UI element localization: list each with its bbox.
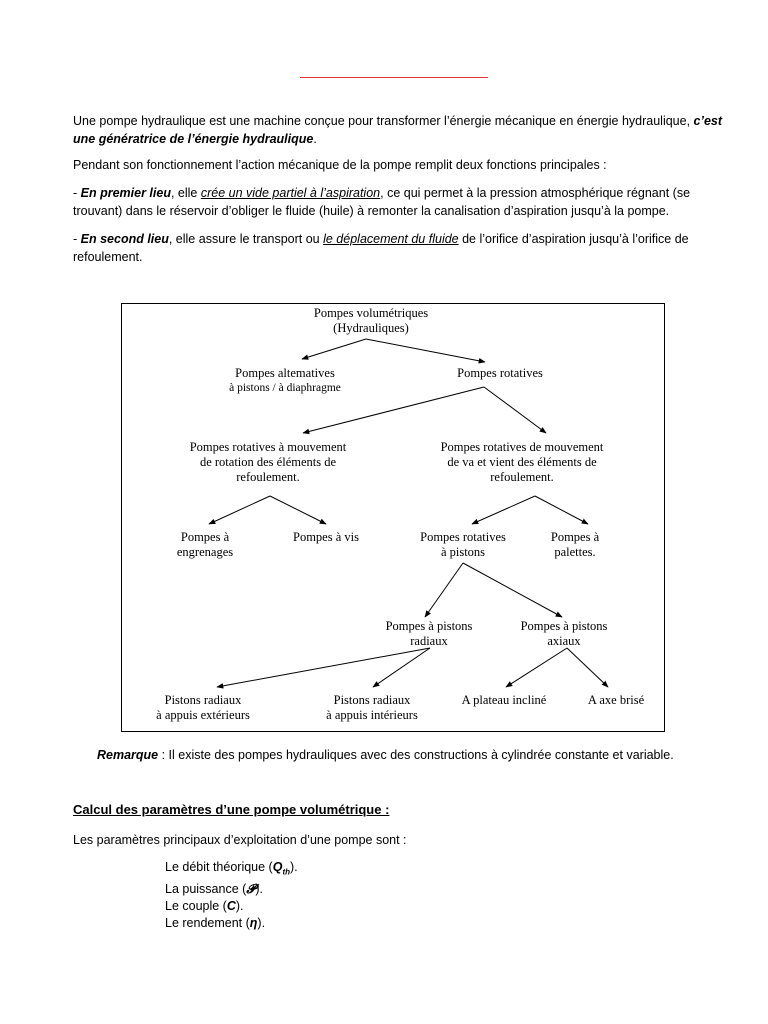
- param-couple: Le couple (C).: [165, 898, 244, 913]
- node-engrenages: Pompes à engrenages: [176, 530, 234, 559]
- pump-classification-diagram: Pompes volumétriques (Hydrauliques) Pomp…: [121, 303, 665, 732]
- node-axe-brise: A axe brisé: [587, 693, 645, 707]
- second-lead: En second lieu: [80, 232, 169, 246]
- intro-text: Une pompe hydraulique est une machine co…: [73, 114, 694, 128]
- arrow-pistons-axiaux: [462, 562, 563, 618]
- node-vis: Pompes à vis: [293, 530, 359, 544]
- node-radiaux-exterieurs: Pistons radiaux à appuis extérieurs: [156, 693, 250, 722]
- diagram-arrows: [208, 338, 609, 689]
- first-underlined: crée un vide partiel à l’aspiration: [200, 186, 381, 200]
- arrow-vaet-palettes: [534, 495, 589, 525]
- first-rest: , ce qui permet à la pression atmosphéri…: [73, 186, 691, 218]
- node-pistons-radiaux: Pompes à pistons radiaux: [385, 619, 473, 648]
- arrow-vaet-pistons: [471, 495, 536, 525]
- node-plateau-incline: A plateau incliné: [461, 693, 547, 707]
- arrow-rotatives-vaet: [483, 386, 547, 434]
- param-debit: Le débit théorique (Qth).: [165, 860, 298, 877]
- intro-end: .: [313, 132, 317, 146]
- node-alternatives: Pompes altematives à pistons / à diaphra…: [229, 366, 341, 394]
- remark-text: : Il existe des pompes hydrauliques avec…: [158, 748, 674, 762]
- params-list: Le débit théorique (Qth). La puissance (…: [165, 859, 298, 932]
- arrow-rotatives-rotation: [302, 386, 485, 435]
- intro-emphasis: c’est une génératrice de l’énergie hydra…: [73, 114, 723, 146]
- node-rotatives-vaet: Pompes rotatives de mouvement de va et v…: [440, 440, 604, 484]
- arrow-radiaux-ext: [216, 647, 431, 689]
- second-rest: de l’orifice d’aspiration jusqu’à l’orif…: [73, 232, 689, 264]
- arrow-radiaux-int: [372, 647, 431, 688]
- node-rotatives: Pompes rotatives: [457, 366, 543, 380]
- param-puissance: La puissance (𝓟).: [165, 881, 263, 896]
- params-intro: Les paramètres principaux d’exploitation…: [73, 833, 407, 847]
- functions-intro: Pendant son fonctionnement l’action méca…: [73, 158, 607, 172]
- second-function-paragraph: - En second lieu, elle assure le transpo…: [73, 230, 723, 266]
- param-rendement: Le rendement (η).: [165, 915, 266, 930]
- arrow-axiaux-plateau: [505, 647, 568, 688]
- remark: Remarque : Il existe des pompes hydrauli…: [97, 746, 674, 764]
- first-lead: En premier lieu: [80, 186, 171, 200]
- node-rotatives-rotation: Pompes rotatives à mouvement de rotation…: [189, 440, 347, 484]
- arrow-root-alternatives: [301, 338, 367, 360]
- second-dash: -: [73, 232, 81, 246]
- section-heading: Calcul des paramètres d’une pompe volumé…: [73, 802, 390, 817]
- arrow-axiaux-axe: [566, 647, 609, 688]
- arrow-root-rotatives: [365, 338, 486, 364]
- arrow-rotation-engrenages: [208, 495, 271, 525]
- arrow-pistons-radiaux: [424, 562, 464, 618]
- first-mid: , elle: [170, 186, 201, 200]
- second-underlined: le déplacement du fluide: [323, 232, 459, 246]
- header-red-rule: [300, 77, 488, 78]
- node-pistons-axiaux: Pompes à pistons axiaux: [520, 619, 608, 648]
- arrow-rotation-vis: [269, 495, 327, 525]
- first-dash: -: [73, 186, 81, 200]
- intro-paragraph: Une pompe hydraulique est une machine co…: [73, 112, 723, 148]
- remark-label: Remarque: [97, 748, 159, 762]
- second-mid: , elle assure le transport ou: [168, 232, 324, 246]
- first-function-paragraph: - En premier lieu, elle crée un vide par…: [73, 184, 723, 220]
- node-palettes: Pompes à palettes.: [550, 530, 600, 559]
- node-radiaux-interieurs: Pistons radiaux à appuis intérieurs: [326, 693, 418, 722]
- node-root: Pompes volumétriques (Hydrauliques): [313, 306, 429, 335]
- node-rotatives-pistons: Pompes rotatives à pistons: [420, 530, 506, 559]
